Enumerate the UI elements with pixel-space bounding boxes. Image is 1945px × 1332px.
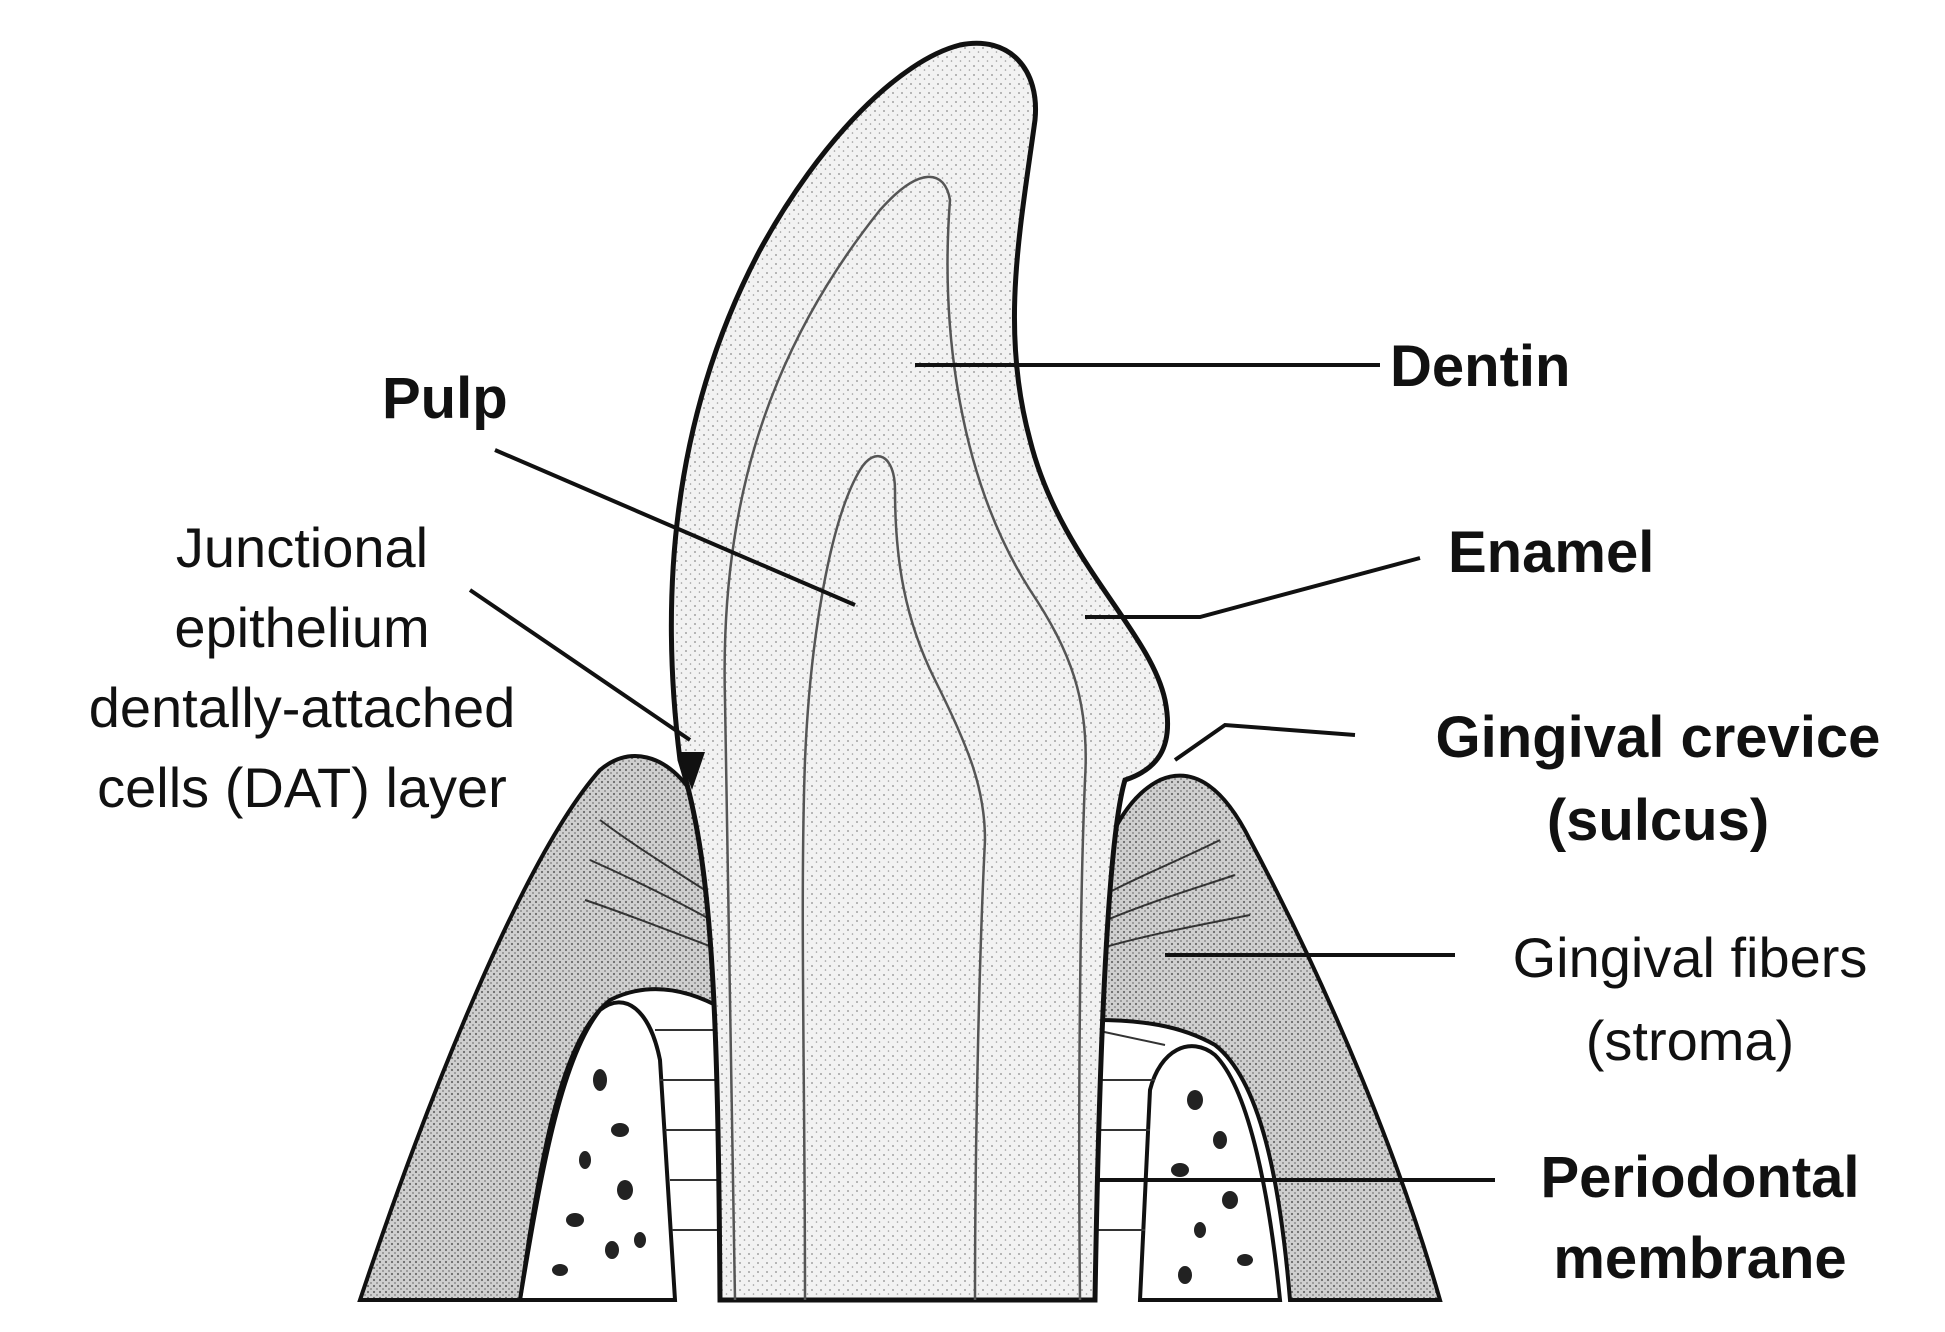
enamel-leader [1085, 556, 1421, 619]
label-dentin: Dentin [1390, 334, 1570, 399]
label-junctional-line2: epithelium [174, 596, 429, 659]
junctional-epithelium-leader [468, 588, 692, 742]
label-periodontal-line2: membrane [1553, 1226, 1846, 1291]
label-pulp: Pulp [382, 366, 508, 431]
label-gingival-crevice-line1: Gingival crevice [1436, 705, 1881, 770]
label-gingival-fibers-line2: (stroma) [1586, 1009, 1794, 1072]
junctional-epithelium-arrowhead [678, 752, 705, 790]
gingival-crevice-leader [1173, 722, 1356, 762]
label-enamel: Enamel [1448, 520, 1654, 585]
leader-lines [468, 363, 1495, 1182]
tooth-enamel [668, 40, 1171, 1303]
label-junctional-line3: dentally-attached [89, 676, 516, 739]
label-gingival-crevice-line2: (sulcus) [1547, 788, 1769, 853]
dentin-boundary [723, 175, 1087, 1301]
bone-marrow-cells [552, 1069, 1253, 1284]
right-gingiva [1087, 773, 1443, 1302]
pulp-chamber [801, 454, 987, 1301]
label-gingival-fibers-line1: Gingival fibers [1513, 926, 1868, 989]
label-periodontal-line1: Periodontal [1540, 1145, 1859, 1210]
right-alveolar-bone [1137, 1044, 1283, 1302]
label-junctional-line4: cells (DAT) layer [97, 756, 507, 819]
label-junctional-line1: Junctional [176, 516, 428, 579]
pulp-leader [494, 448, 856, 607]
